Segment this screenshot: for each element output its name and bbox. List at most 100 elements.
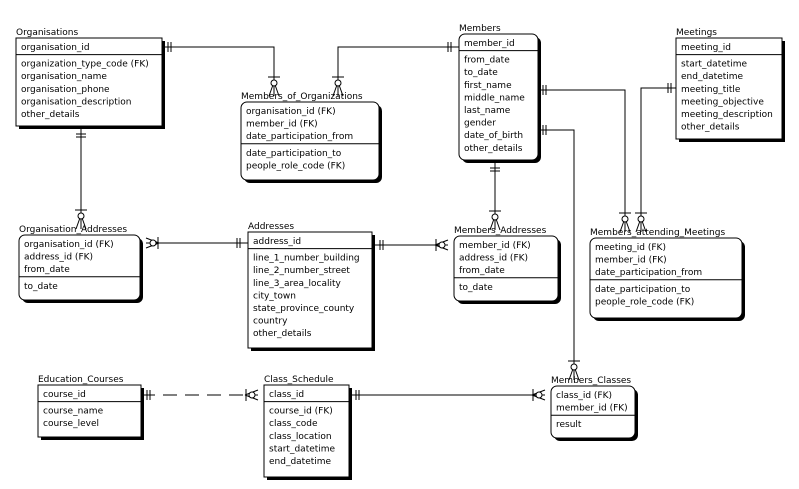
entity-box bbox=[589, 237, 743, 319]
entity-attribute: from_date bbox=[459, 266, 505, 276]
entity-boxes: Organisations organisation_id organization… bbox=[15, 24, 785, 480]
entity-attribute: member_id (FK) bbox=[556, 404, 628, 414]
entity-box bbox=[458, 33, 539, 161]
entity-attribute: last_name bbox=[464, 106, 511, 116]
entity-attribute: organisation_description bbox=[21, 97, 131, 107]
entity-key: organisation_id bbox=[21, 43, 90, 53]
entity-attribute: course_level bbox=[43, 419, 99, 429]
entity-attribute: start_datetime bbox=[269, 444, 336, 454]
entity-key: class_id bbox=[269, 390, 304, 400]
rel-organisations-organisation-addresses[interactable] bbox=[75, 126, 87, 230]
entity-attribute: to_date bbox=[464, 68, 498, 78]
entity-box bbox=[247, 231, 373, 349]
entity-attribute: people_role_code (FK) bbox=[595, 297, 694, 307]
entity-attribute: other_details bbox=[464, 144, 523, 154]
entity-key: address_id bbox=[253, 237, 301, 247]
entity-attribute: first_name bbox=[464, 81, 512, 91]
entity-title: Organisations bbox=[16, 28, 79, 38]
entity-attribute: end_datetime bbox=[681, 72, 744, 82]
entity-members_attending_meetings[interactable]: Members_attending_Meetings meeting_id (FK… bbox=[589, 228, 745, 321]
entity-title: Organisation_Addresses bbox=[19, 225, 127, 235]
entity-members_addresses[interactable]: Members_Addresses member_id (FK) address_i… bbox=[453, 226, 561, 304]
entity-attribute: to_date bbox=[24, 282, 58, 292]
entity-attribute: member_id (FK) bbox=[595, 256, 667, 266]
entity-attribute: result bbox=[556, 420, 582, 430]
rel-members-members-addresses[interactable] bbox=[489, 160, 501, 231]
relationship-lines bbox=[75, 42, 676, 401]
entity-attribute: meeting_title bbox=[681, 85, 741, 95]
entity-attribute: state_province_county bbox=[253, 304, 355, 314]
entity-attribute: date_participation_to bbox=[595, 285, 691, 295]
entity-attribute: line_2_number_street bbox=[253, 266, 350, 276]
entity-attribute: date_participation_from bbox=[246, 132, 353, 142]
entity-title: Meetings bbox=[676, 28, 717, 38]
entity-attribute: date_participation_to bbox=[246, 149, 342, 159]
rel-organisations-members-of-organizations[interactable] bbox=[162, 42, 280, 97]
entity-attribute: other_details bbox=[21, 110, 80, 120]
entity-attribute: organization_type_code (FK) bbox=[21, 60, 149, 70]
entity-box bbox=[453, 235, 559, 302]
entity-attribute: organisation_id (FK) bbox=[246, 107, 336, 117]
entity-attribute: address_id (FK) bbox=[459, 254, 528, 264]
entity-attribute: city_town bbox=[253, 291, 296, 301]
entity-title: Members bbox=[459, 24, 501, 34]
entity-title: Addresses bbox=[248, 222, 294, 232]
rel-addresses-organisation-addresses[interactable] bbox=[145, 237, 248, 249]
entity-attribute: organisation_phone bbox=[21, 85, 110, 95]
entity-box bbox=[550, 385, 636, 439]
entity-attribute: people_role_code (FK) bbox=[246, 161, 345, 171]
entity-title: Class_Schedule bbox=[264, 375, 334, 385]
rel-class-schedule-members-classes[interactable] bbox=[349, 389, 546, 401]
entity-attribute: to_date bbox=[459, 283, 493, 293]
entity-attribute: line_1_number_building bbox=[253, 254, 360, 264]
entity-attribute: class_location bbox=[269, 432, 332, 442]
entity-attribute: member_id (FK) bbox=[459, 241, 531, 251]
entity-attribute: address_id (FK) bbox=[24, 253, 93, 263]
entity-key: member_id bbox=[464, 39, 515, 49]
entity-attribute: meeting_description bbox=[681, 110, 773, 120]
entity-attribute: gender bbox=[464, 119, 496, 129]
entity-attribute: other_details bbox=[681, 123, 740, 133]
entity-title: Members_attending_Meetings bbox=[590, 228, 725, 238]
entity-title: Members_Addresses bbox=[454, 226, 547, 236]
entity-attribute: date_participation_from bbox=[595, 268, 702, 278]
entity-attribute: meeting_id (FK) bbox=[595, 243, 666, 253]
entity-class_schedule[interactable]: Class_Schedule class_id course_id (FK) clas… bbox=[263, 375, 352, 480]
rel-members-members-classes[interactable] bbox=[538, 125, 580, 381]
entity-addresses[interactable]: Addresses address_id line_1_number_buildin… bbox=[247, 222, 375, 351]
rel-members-members-attending-meetings[interactable] bbox=[538, 85, 631, 233]
entity-attribute: from_date bbox=[464, 56, 510, 66]
entity-title: Members_Classes bbox=[551, 376, 631, 386]
entity-box bbox=[263, 384, 350, 478]
entity-attribute: country bbox=[253, 317, 288, 327]
entity-attribute: middle_name bbox=[464, 93, 525, 103]
entity-meetings[interactable]: Meetings meeting_id start_datetime end_date… bbox=[675, 28, 785, 142]
entity-organisations[interactable]: Organisations organisation_id organization… bbox=[15, 28, 165, 129]
entity-attribute: line_3_area_locality bbox=[253, 279, 342, 289]
entity-attribute: class_code bbox=[269, 419, 318, 429]
rel-addresses-members-addresses[interactable] bbox=[372, 239, 449, 251]
entity-title: Members_of_Organizations bbox=[241, 92, 363, 102]
entity-attribute: start_datetime bbox=[681, 60, 748, 70]
entity-box bbox=[18, 234, 141, 301]
entity-education_courses[interactable]: Education_Coursescourse_idcourse_namecou… bbox=[37, 375, 144, 440]
entity-attribute: course_id (FK) bbox=[269, 407, 333, 417]
entity-attribute: from_date bbox=[24, 265, 70, 275]
entity-attribute: other_details bbox=[253, 329, 312, 339]
entity-attribute: meeting_objective bbox=[681, 97, 764, 107]
entity-key: meeting_id bbox=[681, 43, 731, 53]
rel-members-members-of-organizations[interactable] bbox=[332, 42, 459, 97]
entity-title: Education_Courses bbox=[38, 375, 124, 385]
entity-members[interactable]: Members member_id from_date to_date first_na… bbox=[458, 24, 541, 163]
entity-attribute: date_of_birth bbox=[464, 131, 523, 141]
entity-box bbox=[37, 384, 142, 438]
entity-attribute: member_id (FK) bbox=[246, 120, 318, 130]
rel-education-courses-class-schedule[interactable] bbox=[141, 389, 259, 401]
entity-box bbox=[240, 101, 380, 181]
entity-attribute: organisation_name bbox=[21, 72, 107, 82]
rel-meetings-members-attending-meetings[interactable] bbox=[635, 83, 676, 233]
entity-members_of_organizations[interactable]: Members_of_Organizations organisation_id … bbox=[240, 92, 382, 183]
